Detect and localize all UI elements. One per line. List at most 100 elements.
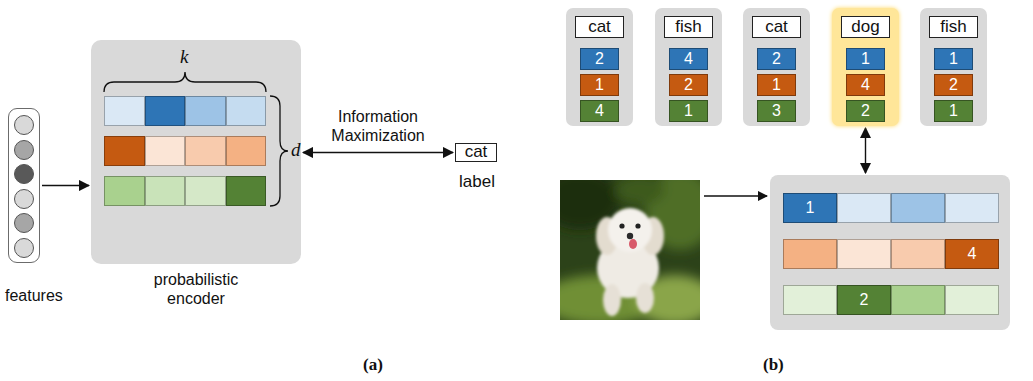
feature-unit (14, 213, 34, 233)
feature-column: features (8, 108, 40, 263)
label-box: catlabel (455, 143, 497, 162)
code-cell: 1 (783, 193, 837, 223)
code-card: fish 4 2 1 (655, 8, 722, 126)
code-number: 2 (861, 101, 870, 120)
code-number: 4 (861, 75, 870, 94)
code-cell: 1 (757, 74, 796, 96)
probability-cell (837, 193, 891, 223)
feature-unit (14, 238, 34, 258)
class-label: cat (752, 16, 801, 38)
class-name: cat (588, 17, 611, 37)
code-cell: 1 (934, 48, 973, 70)
code-number: 2 (860, 290, 869, 309)
code-number: 4 (595, 101, 604, 120)
dimension-d: d (291, 139, 301, 162)
probability-cell (185, 136, 226, 166)
probability-cell (837, 239, 891, 269)
code-number: 2 (595, 49, 604, 68)
probability-cell (891, 239, 945, 269)
connector-arrow (42, 185, 89, 186)
encoder-panel (91, 40, 301, 264)
class-name: dog (851, 17, 879, 37)
probability-cell (104, 96, 145, 126)
code-number: 1 (861, 49, 870, 68)
code-cell: 2 (757, 48, 796, 70)
class-label: cat (575, 16, 624, 38)
k-brace (104, 72, 266, 92)
code-cell: 4 (669, 48, 708, 70)
class-label: fish (664, 16, 713, 38)
probability-cell (185, 176, 226, 206)
code-number: 1 (595, 75, 604, 94)
probability-cell (145, 96, 186, 126)
code-cell: 4 (846, 74, 885, 96)
probability-cell (783, 239, 837, 269)
edge-label: Information Maximization (318, 107, 438, 145)
code-number: 2 (684, 75, 693, 94)
class-name: fish (940, 17, 966, 37)
code-cell: 2 (580, 48, 619, 70)
panel-caption: (b) (763, 355, 784, 375)
class-label: dog (841, 16, 890, 38)
code-number: 3 (772, 101, 781, 120)
code-cell: 4 (945, 239, 999, 269)
code-cell: 3 (757, 100, 796, 122)
code-card: cat 2 1 3 (743, 8, 810, 126)
probability-cell (145, 176, 186, 206)
code-number: 4 (684, 49, 693, 68)
probability-cell (104, 136, 145, 166)
code-card: dog 1 4 2 (832, 8, 899, 126)
code-number: 1 (772, 75, 781, 94)
feature-unit (14, 140, 34, 160)
feature-unit (14, 164, 34, 184)
code-number: 1 (806, 198, 815, 217)
feature-unit (14, 189, 34, 209)
class-label: fish (929, 16, 978, 38)
code-number: 2 (949, 75, 958, 94)
probability-cell (104, 176, 145, 206)
code-number: 1 (684, 101, 693, 120)
code-cell: 2 (846, 100, 885, 122)
d-brace (270, 96, 288, 206)
connector-arrow (865, 128, 866, 173)
code-card: cat 2 1 4 (566, 8, 633, 126)
dog-photo (560, 180, 700, 320)
code-cell: 1 (934, 100, 973, 122)
code-grid: 1 4 2 (770, 175, 1010, 330)
feature-unit (14, 115, 34, 135)
code-number: 1 (949, 49, 958, 68)
node-caption: label (437, 172, 517, 192)
probability-cell (783, 285, 837, 315)
code-number: 1 (949, 101, 958, 120)
dimension-k: k (180, 46, 188, 69)
code-cell: 4 (580, 100, 619, 122)
probability-cell (145, 136, 186, 166)
code-cell: 1 (580, 74, 619, 96)
class-name: cat (765, 17, 788, 37)
code-card: fish 1 2 1 (920, 8, 987, 126)
probabilistic-encoder: probabilistic encoder (91, 40, 301, 264)
probability-cell (226, 96, 267, 126)
probability-cell (945, 193, 999, 223)
panel-caption: (a) (363, 355, 383, 375)
probability-cell (226, 136, 267, 166)
input-arrow (704, 195, 767, 196)
code-cell: 2 (837, 285, 891, 315)
probability-cell (226, 176, 267, 206)
node-caption: probabilistic encoder (136, 270, 256, 308)
node-caption: features (5, 286, 63, 305)
code-number: 4 (968, 244, 977, 263)
class-name: fish (675, 17, 701, 37)
code-cell: 2 (934, 74, 973, 96)
connector-arrow (303, 152, 453, 153)
probability-cell (945, 285, 999, 315)
code-cell: 1 (846, 48, 885, 70)
class-name: cat (465, 142, 488, 162)
code-cell: 2 (669, 74, 708, 96)
code-cell: 1 (669, 100, 708, 122)
probability-cell (891, 193, 945, 223)
probability-cell (891, 285, 945, 315)
probability-cell (185, 96, 226, 126)
code-number: 2 (772, 49, 781, 68)
